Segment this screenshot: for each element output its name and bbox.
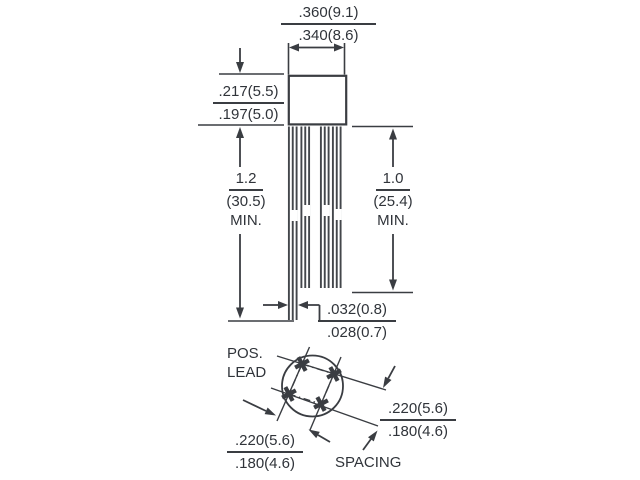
lead-centerline-square [288, 363, 335, 405]
lead-4 [331, 126, 342, 288]
column-line-right [309, 356, 342, 431]
lead-width-dimension [263, 301, 321, 320]
arrowhead-up-icon [389, 128, 397, 140]
dim-max-value: .032(0.8) [326, 301, 388, 318]
dim-min-value: .028(0.7) [326, 324, 388, 341]
dim-min-value: .180(4.6) [234, 455, 296, 472]
lead-x-mark [313, 396, 329, 412]
dim-qualifier: MIN. [230, 212, 262, 229]
fraction-bar [281, 23, 376, 25]
positive-lead-label: POS. LEAD [227, 344, 266, 382]
dim-value-inches: 1.0 [382, 170, 404, 187]
body-width-dimension-label: .360(9.1) .340(8.6) [281, 3, 376, 45]
lead-width-dimension-label: .032(0.8) .028(0.7) [318, 300, 396, 342]
short-lead-length-dimension [352, 125, 413, 294]
lead-break-mark [322, 205, 330, 216]
lead-break-mark [302, 205, 311, 216]
leader-line [307, 304, 321, 320]
pos-lead-line2: LEAD [227, 364, 267, 381]
body-height-dimension-label: .217(5.5) .197(5.0) [213, 82, 284, 124]
lead-spacing-bottom-label: .220(5.6) .180(4.6) [227, 431, 303, 473]
leads [287, 126, 342, 320]
body-width-dimension [287, 43, 346, 75]
dim-max-value: .220(5.6) [387, 400, 449, 417]
lead-break-mark [290, 210, 298, 221]
arrowhead-down-icon [236, 62, 244, 73]
fraction-bar [229, 189, 263, 191]
arrowhead-left-icon [289, 43, 299, 52]
long-lead-length-dimension [228, 127, 294, 322]
pos-lead-line1: POS. [227, 345, 263, 362]
dim-min-value: .180(4.6) [387, 423, 449, 440]
dim-value-mm: (25.4) [373, 193, 413, 210]
dim-value-mm: (30.5) [226, 193, 266, 210]
arrowhead-left-icon [298, 301, 308, 309]
arrowhead-downleft-icon [383, 376, 392, 388]
fraction-bar [213, 102, 284, 104]
spacing-dimension-arrows [242, 365, 396, 451]
short-lead-length-label: 1.0 (25.4) MIN. [366, 169, 420, 230]
arrow-shaft [387, 365, 396, 379]
lead-x-mark [281, 386, 297, 402]
dim-value-inches: 1.2 [235, 170, 257, 187]
fraction-bar [227, 451, 303, 453]
package-circle-outline [281, 354, 344, 418]
arrowhead-upright-icon [368, 430, 378, 442]
lead-x-mark [294, 356, 310, 372]
dim-max-value: .360(9.1) [298, 4, 359, 21]
body-height-dimension [198, 48, 284, 126]
lead-x-mark [326, 366, 342, 382]
lead-spacing-right-label: .220(5.6) .180(4.6) [380, 399, 456, 441]
fraction-bar [380, 419, 456, 421]
lead-2 [300, 126, 311, 288]
arrowhead-right-icon [278, 301, 288, 309]
lead-break-mark [334, 209, 342, 220]
arrowhead-down-icon [389, 279, 397, 291]
dim-min-value: .340(8.6) [298, 27, 359, 44]
arrowhead-upleft-icon [308, 429, 320, 439]
long-lead-length-label: 1.2 (30.5) MIN. [219, 169, 273, 230]
bottom-view [242, 346, 396, 451]
column-line-left [276, 346, 311, 422]
spacing-label: SPACING [335, 454, 402, 471]
lead-1-positive [287, 126, 298, 320]
lead-cross-sections [281, 356, 342, 412]
dim-min-value: .197(5.0) [218, 106, 279, 123]
lead-3 [319, 126, 330, 288]
dim-max-value: .217(5.5) [218, 83, 279, 100]
arrowhead-up-icon [236, 127, 244, 138]
arrowhead-down-icon [236, 307, 244, 319]
arrowhead-downright-icon [264, 407, 276, 416]
arrow-shaft [317, 434, 331, 443]
fraction-bar [318, 320, 396, 322]
fraction-bar [376, 189, 410, 191]
arrow-shaft [362, 438, 372, 451]
arrowhead-right-icon [334, 43, 344, 52]
package-body-outline [287, 74, 348, 126]
dim-max-value: .220(5.6) [234, 432, 296, 449]
arrow-shaft [242, 399, 267, 412]
dim-qualifier: MIN. [377, 212, 409, 229]
